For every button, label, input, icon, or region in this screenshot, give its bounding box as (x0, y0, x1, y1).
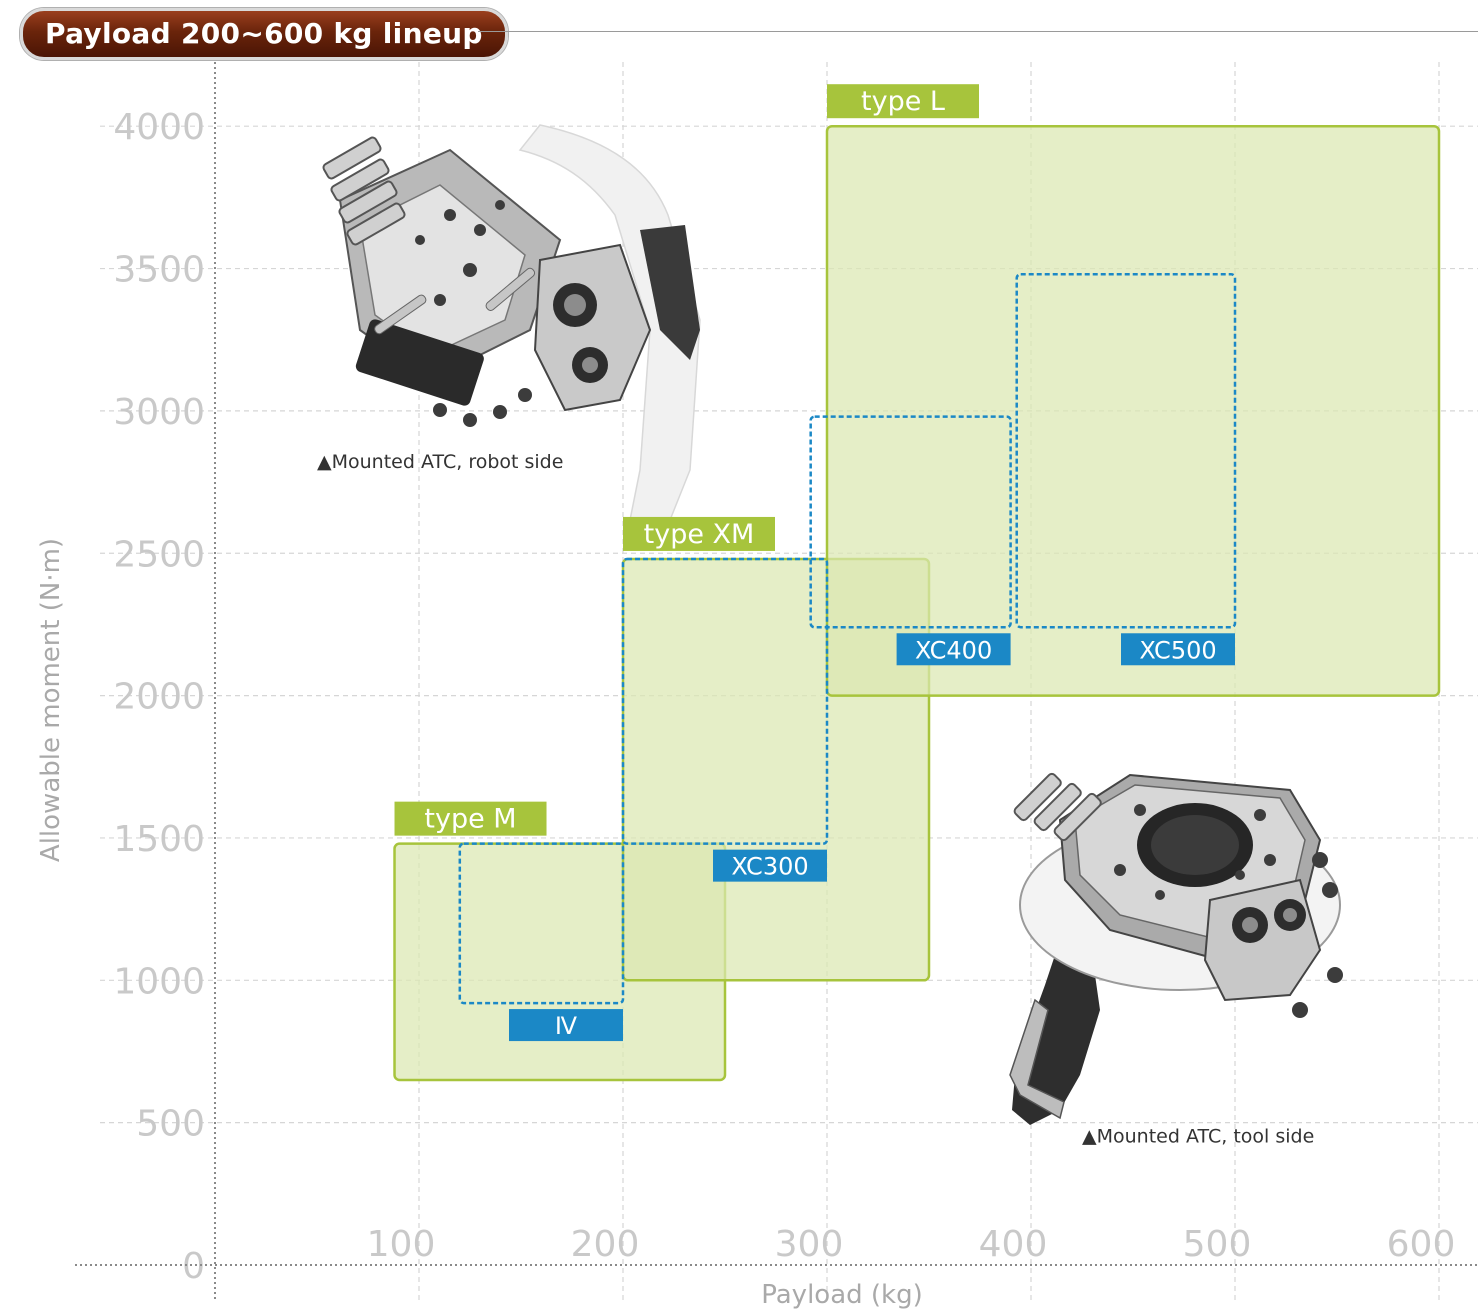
model-label: XC300 (731, 853, 808, 881)
x-tick-label: 400 (979, 1224, 1048, 1265)
model-tab (713, 849, 827, 882)
region-tab (623, 516, 775, 551)
model-tab (509, 1009, 623, 1042)
y-tick-label: 0 (182, 1246, 205, 1287)
y-tick-label: 1500 (113, 819, 205, 860)
region-label: type XM (644, 519, 755, 550)
region-tab (394, 801, 547, 836)
x-tick-label: 300 (775, 1224, 844, 1265)
region-tab (827, 84, 979, 119)
region-label: type M (424, 804, 516, 835)
y-tick-label: 3000 (113, 392, 205, 433)
region-ⅳ (458, 842, 625, 1005)
title-divider (478, 31, 1478, 32)
model-label: Ⅳ (555, 1012, 577, 1040)
y-tick-label: 2500 (113, 534, 205, 575)
region-label: type L (861, 86, 945, 117)
y-tick-label: 1000 (113, 961, 205, 1002)
model-tab (896, 633, 1011, 666)
y-tick-label: 3500 (113, 250, 205, 291)
model-label: XC500 (1139, 636, 1216, 664)
region-type-l (825, 124, 1441, 697)
y-tick-label: 500 (136, 1104, 205, 1145)
region-labels: type M type XM type L Ⅳ XC300 XC400 XC500 (394, 84, 1235, 1042)
x-tick-label: 200 (571, 1224, 640, 1265)
tool-side-atc-image (1009, 772, 1343, 1125)
lineup-regions (393, 124, 1441, 1082)
model-label: XC400 (915, 636, 992, 664)
annotations: ▲Mounted ATC, robot side ▲Mounted ATC, to… (317, 451, 1314, 1148)
robot-side-atc-image (322, 124, 701, 546)
photo-caption: ▲Mounted ATC, tool side (1082, 1126, 1314, 1148)
product-photos (322, 124, 1343, 1125)
region-xc400 (809, 415, 1012, 629)
y-tick-label: 4000 (113, 107, 205, 148)
photo-caption: ▲Mounted ATC, robot side (317, 451, 563, 473)
x-axis-title: Payload (kg) (761, 1280, 923, 1310)
x-tick-label: 500 (1183, 1224, 1252, 1265)
region-xc300 (621, 557, 829, 845)
y-axis-title: Allowable moment (N·m) (36, 538, 66, 862)
x-tick-label: 600 (1387, 1224, 1456, 1265)
y-tick-label: 2000 (113, 677, 205, 718)
region-xc500 (1015, 272, 1237, 629)
axes: Payload (kg) Allowable moment (N·m) 0 500… (36, 62, 1478, 1310)
model-tab (1121, 633, 1235, 666)
x-tick-label: 100 (367, 1224, 436, 1265)
page-title: Payload 200~600 kg lineup (20, 8, 508, 60)
